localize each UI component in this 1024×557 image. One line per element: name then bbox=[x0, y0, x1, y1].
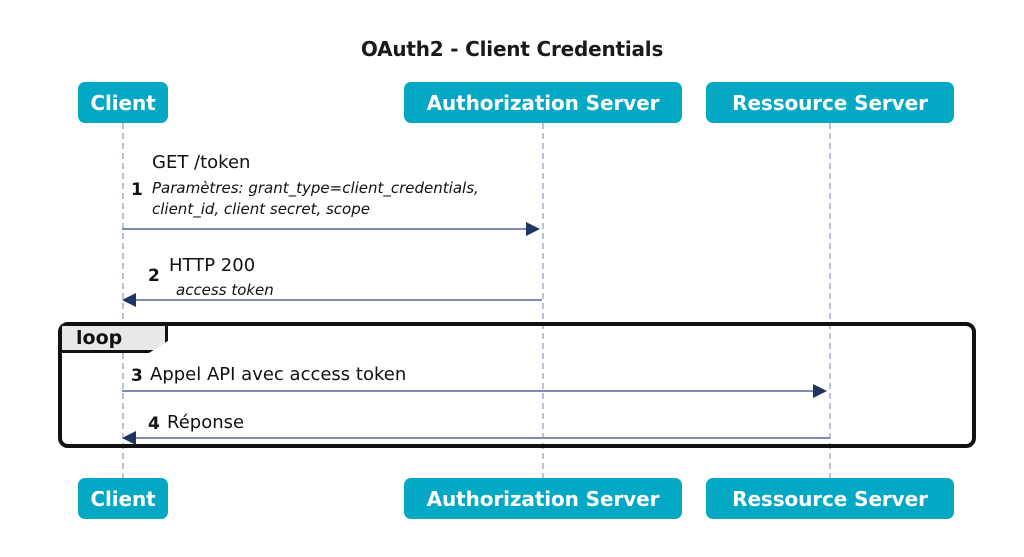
message-1-note-line-1: Paramètres: grant_type=client_credential… bbox=[152, 179, 479, 197]
participant-ressource-server-top[interactable]: Ressource Server bbox=[706, 82, 954, 123]
fragment-loop bbox=[58, 322, 976, 448]
message-2-arrowhead-icon bbox=[122, 293, 136, 307]
message-3-number: 3 bbox=[131, 366, 143, 386]
message-1-arrowhead-icon bbox=[526, 222, 540, 236]
lifeline-authorization-server bbox=[542, 123, 544, 479]
message-4-arrowhead-icon bbox=[122, 431, 136, 445]
message-1-number: 1 bbox=[131, 180, 143, 200]
message-3-line bbox=[122, 390, 815, 392]
message-4-label: Réponse bbox=[167, 412, 245, 433]
message-1-label: GET /token bbox=[152, 152, 251, 173]
message-4-line bbox=[134, 437, 830, 439]
message-2-label: HTTP 200 bbox=[169, 255, 256, 276]
message-1-note-line-2: client_id, client secret, scope bbox=[152, 200, 370, 218]
message-3-label: Appel API avec access token bbox=[150, 364, 407, 385]
message-1-line bbox=[122, 228, 528, 230]
message-2-line bbox=[134, 299, 542, 301]
participant-ressource-server-bottom[interactable]: Ressource Server bbox=[706, 478, 954, 519]
participant-authorization-server-bottom[interactable]: Authorization Server bbox=[404, 478, 682, 519]
participant-client-top[interactable]: Client bbox=[78, 82, 168, 123]
page-title: OAuth2 - Client Credentials bbox=[360, 37, 664, 61]
message-2-note: access token bbox=[176, 281, 274, 299]
participant-authorization-server-top[interactable]: Authorization Server bbox=[404, 82, 682, 123]
message-3-arrowhead-icon bbox=[813, 384, 827, 398]
lifeline-ressource-server bbox=[829, 123, 831, 479]
fragment-loop-label: loop bbox=[62, 326, 168, 353]
participant-client-bottom[interactable]: Client bbox=[78, 478, 168, 519]
message-4-number: 4 bbox=[148, 414, 160, 434]
message-2-number: 2 bbox=[148, 266, 160, 286]
